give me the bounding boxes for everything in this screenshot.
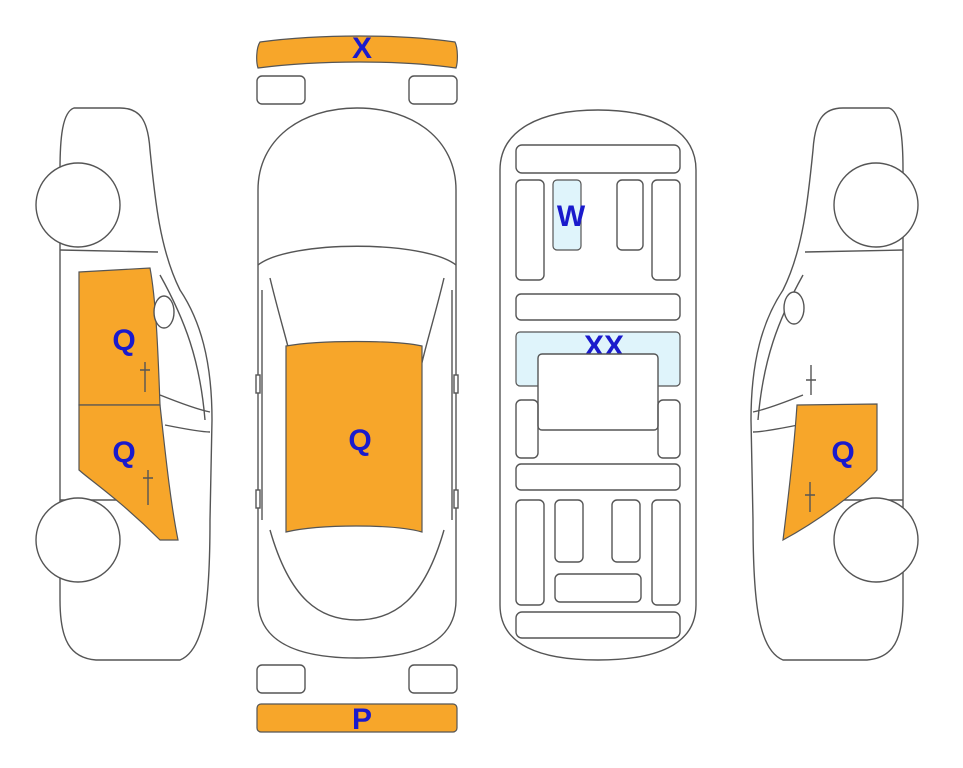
right-rear-wheel — [833, 497, 919, 583]
front-seat-highlight[interactable] — [552, 179, 582, 251]
roof-panel[interactable] — [285, 340, 423, 533]
left-mirror-top — [255, 374, 261, 394]
rear-right-light — [408, 664, 458, 694]
front-left-light — [256, 75, 306, 105]
right-rear-door-label: Q — [831, 436, 854, 469]
front-seat-label: W — [557, 200, 586, 233]
right-mirror — [783, 291, 805, 325]
front-bumper-panel[interactable] — [256, 35, 458, 69]
rear-bumper-label: P — [352, 703, 372, 736]
front-right-light — [408, 75, 458, 105]
left-handle-top — [255, 489, 261, 509]
left-mirror — [153, 295, 175, 329]
interior-view: W XX — [499, 109, 697, 661]
left-side-view: Q Q — [35, 107, 213, 661]
left-front-door-label: Q — [112, 324, 135, 357]
right-handle-top — [453, 489, 459, 509]
top-view: X Q P — [255, 32, 459, 736]
rear-wheel — [35, 497, 121, 583]
front-wheel — [35, 162, 121, 248]
right-front-wheel — [833, 162, 919, 248]
right-rear-door-panel[interactable] — [782, 403, 878, 542]
rear-left-light — [256, 664, 306, 694]
left-rear-door-label: Q — [112, 436, 135, 469]
front-bumper-label: X — [352, 32, 372, 65]
roof-label: Q — [348, 424, 371, 457]
left-rear-door-panel[interactable] — [78, 404, 179, 541]
rear-bumper-panel[interactable] — [256, 703, 458, 733]
right-side-view: Q — [750, 107, 919, 661]
right-mirror-top — [453, 374, 459, 394]
